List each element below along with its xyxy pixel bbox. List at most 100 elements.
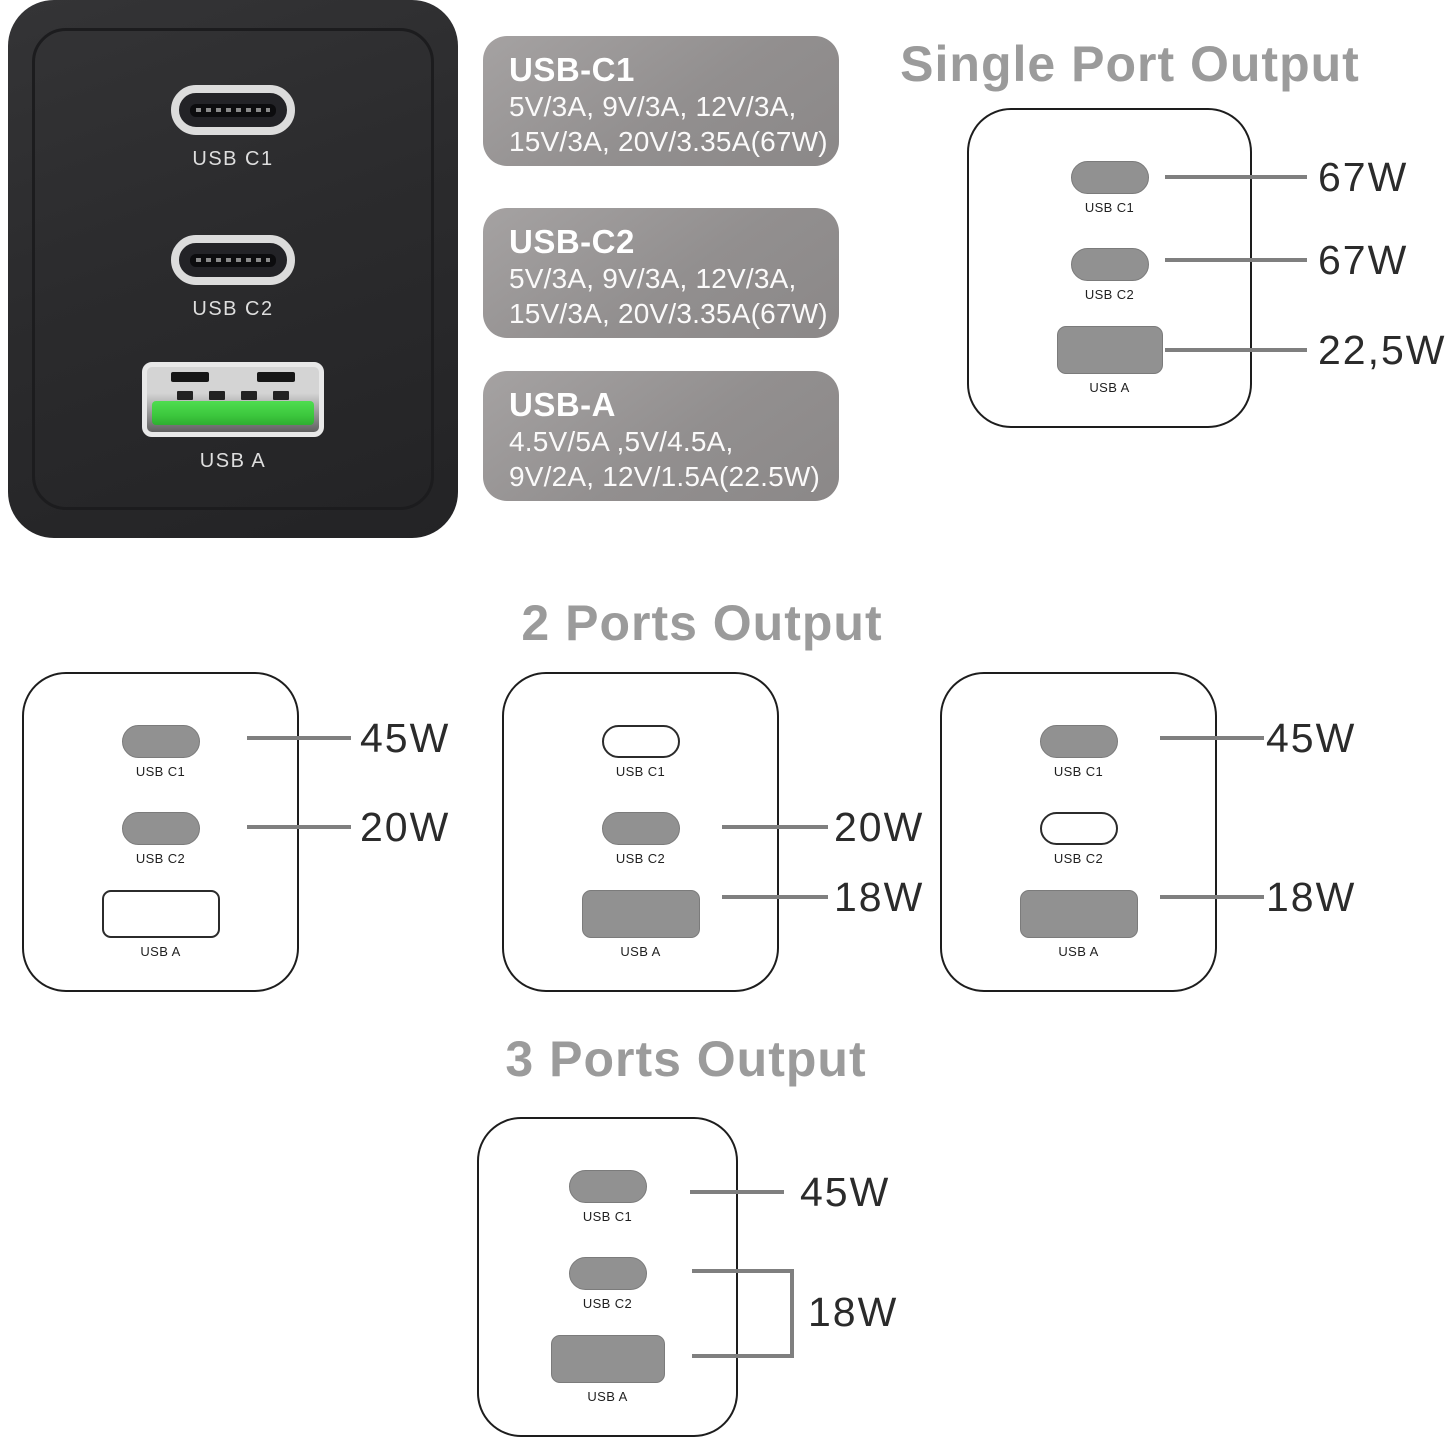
section-title-three-ports: 3 Ports Output	[505, 1031, 867, 1087]
diagram-usb-c2-group: USB C2	[504, 812, 777, 866]
spec-badge-usb-c1: USB-C1 5V/3A, 9V/3A, 12V/3A, 15V/3A, 20V…	[483, 36, 839, 166]
watt-label: 45W	[360, 715, 451, 761]
badge-spec-line: 15V/3A, 20V/3.35A(67W)	[509, 126, 828, 157]
port-label: USB A	[140, 944, 181, 959]
section-title-two-ports: 2 Ports Output	[521, 595, 883, 651]
diagram-usb-c1-group: USB C1	[942, 725, 1215, 779]
badge-title: USB-C2	[509, 223, 635, 260]
diagram-usb-c2-group: USB C2	[942, 812, 1215, 866]
charger-diagram-two-c: USB C1 USB C2 USB A	[940, 672, 1217, 992]
diagram-usb-a-group: USB A	[942, 890, 1215, 959]
usb-c-port-icon	[568, 1170, 647, 1203]
badge-title: USB-C1	[509, 51, 635, 88]
port-label: USB A	[1089, 380, 1130, 395]
port-label: USB C2	[1084, 287, 1135, 302]
badge-spec-line: 15V/3A, 20V/3.35A(67W)	[509, 298, 828, 329]
port-label: USB C2	[135, 851, 186, 866]
usb-c-port-icon	[171, 235, 295, 285]
watt-label: 20W	[360, 804, 451, 850]
charger-diagram-two-a: USB C1 USB C2 USB A	[22, 672, 299, 992]
usb-c-port-icon	[121, 725, 200, 758]
usb-c-pins-icon	[190, 103, 276, 117]
watt-label: 18W	[834, 874, 925, 920]
usb-a-pin	[209, 391, 225, 400]
watt-label: 22,5W	[1318, 327, 1445, 373]
watt-label: 20W	[834, 804, 925, 850]
port-label: USB C1	[1053, 764, 1104, 779]
photo-usb-c1-group: USB C1	[8, 85, 458, 171]
photo-port-label: USB C1	[192, 148, 274, 170]
port-label: USB A	[1058, 944, 1099, 959]
bracket-bottom-line	[692, 1354, 794, 1358]
photo-usb-a-group: USB A	[8, 362, 458, 473]
usb-a-port-icon	[1019, 890, 1138, 938]
connector-line	[1165, 348, 1307, 352]
connector-line	[1165, 175, 1307, 179]
watt-label: 18W	[1266, 874, 1357, 920]
port-label: USB A	[620, 944, 661, 959]
badge-spec-line: 4.5V/5A ,5V/4.5A,	[509, 426, 734, 457]
port-label: USB C2	[615, 851, 666, 866]
charger-diagram-two-b: USB C1 USB C2 USB A	[502, 672, 779, 992]
connector-line	[722, 895, 828, 899]
watt-label: 67W	[1318, 154, 1409, 200]
connector-line	[247, 825, 351, 829]
port-label: USB C1	[582, 1209, 633, 1224]
port-label: USB C1	[1084, 200, 1135, 215]
product-photo: USB C1 USB C2 USB A	[8, 0, 458, 538]
usb-c-port-icon	[1039, 812, 1118, 845]
usb-a-pin	[177, 391, 193, 400]
usb-c-port-icon	[1039, 725, 1118, 758]
usb-c-port-icon	[568, 1257, 647, 1290]
diagram-usb-c1-group: USB C1	[969, 161, 1250, 215]
badge-spec-line: 5V/3A, 9V/3A, 12V/3A,	[509, 263, 797, 294]
diagram-usb-c2-group: USB C2	[24, 812, 297, 866]
diagram-usb-c1-group: USB C1	[504, 725, 777, 779]
usb-a-port-icon	[1056, 326, 1163, 374]
usb-c-port-icon	[1070, 161, 1149, 194]
usb-a-port-icon	[581, 890, 700, 938]
charger-diagram-three: USB C1 USB C2 USB A	[477, 1117, 738, 1437]
usb-a-green-tongue	[152, 401, 314, 425]
badge-spec-line: 5V/3A, 9V/3A, 12V/3A,	[509, 91, 797, 122]
usb-a-port-icon	[550, 1335, 665, 1383]
usb-c-port-icon	[171, 85, 295, 135]
charger-diagram-single: USB C1 USB C2 USB A	[967, 108, 1252, 428]
diagram-usb-c1-group: USB C1	[479, 1170, 736, 1224]
connector-line	[690, 1190, 784, 1194]
diagram-usb-a-group: USB A	[969, 326, 1250, 395]
usb-a-slot	[171, 372, 209, 382]
watt-label: 67W	[1318, 237, 1409, 283]
port-label: USB C2	[582, 1296, 633, 1311]
section-title-single-port: Single Port Output	[900, 36, 1360, 92]
connector-line	[722, 825, 828, 829]
diagram-usb-c1-group: USB C1	[24, 725, 297, 779]
spec-badge-usb-a: USB-A 4.5V/5A ,5V/4.5A, 9V/2A, 12V/1.5A(…	[483, 371, 839, 501]
port-label: USB C1	[135, 764, 186, 779]
bracket-vertical-line	[790, 1269, 794, 1358]
diagram-usb-a-group: USB A	[24, 890, 297, 959]
port-label: USB A	[587, 1389, 628, 1404]
photo-port-label: USB A	[199, 450, 267, 472]
connector-line	[1165, 258, 1307, 262]
watt-label: 45W	[1266, 715, 1357, 761]
badge-spec-line: 9V/2A, 12V/1.5A(22.5W)	[509, 461, 821, 492]
connector-line	[1160, 895, 1264, 899]
charger-face-groove	[32, 28, 434, 510]
usb-c-port-icon	[601, 725, 680, 758]
badge-title: USB-A	[509, 386, 616, 423]
photo-port-label: USB C2	[192, 298, 274, 320]
usb-c-port-icon	[1070, 248, 1149, 281]
usb-a-slot	[257, 372, 295, 382]
photo-usb-c2-group: USB C2	[8, 235, 458, 321]
usb-a-port-icon	[142, 362, 324, 437]
usb-c-port-icon	[601, 812, 680, 845]
connector-line	[247, 736, 351, 740]
diagram-usb-a-group: USB A	[479, 1335, 736, 1404]
diagram-usb-c2-group: USB C2	[479, 1257, 736, 1311]
usb-a-pin	[241, 391, 257, 400]
usb-c-port-icon	[121, 812, 200, 845]
watt-label: 18W	[808, 1289, 899, 1335]
watt-label: 45W	[800, 1169, 891, 1215]
